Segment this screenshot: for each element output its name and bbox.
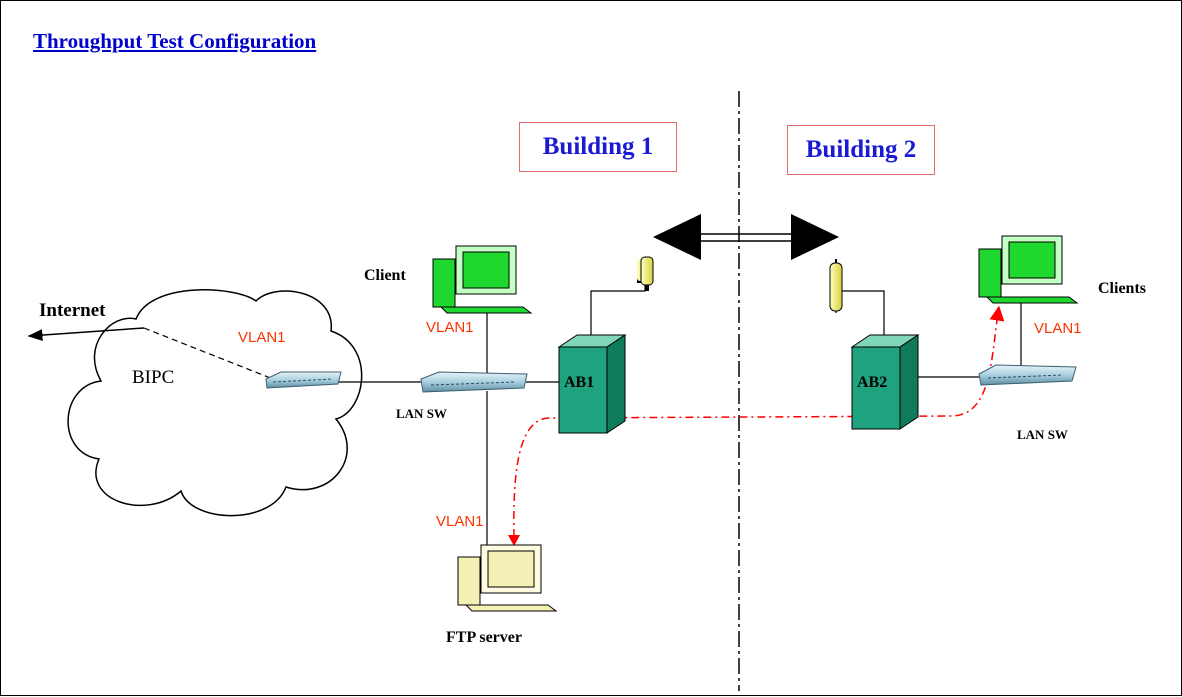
diagram-title[interactable]: Throughput Test Configuration <box>33 29 317 53</box>
lan-switch-1 <box>420 371 528 393</box>
ab2-label: AB2 <box>857 374 888 391</box>
building-2-label: Building 2 <box>787 125 935 175</box>
clients-label: Clients <box>1098 280 1146 297</box>
ab1-label: AB1 <box>564 374 595 391</box>
bipc-switch <box>265 371 342 389</box>
lan-switch-2 <box>978 364 1077 386</box>
ftp-server-pc <box>457 544 558 612</box>
internet-arrow <box>27 327 145 342</box>
lan-sw-1-label: LAN SW <box>396 406 447 421</box>
internet-dashed-link <box>143 327 274 380</box>
antenna-ab2 <box>829 259 843 312</box>
vlan-label-ftp: VLAN1 <box>436 513 484 530</box>
vlan-label-clients: VLAN1 <box>1034 320 1082 337</box>
vlan-label-client: VLAN1 <box>426 319 474 336</box>
traffic-path-start-arrow <box>508 535 520 546</box>
vlan-label-bipc: VLAN1 <box>238 329 286 346</box>
bipc-cloud <box>67 289 363 517</box>
ftp-server-label: FTP server <box>446 629 522 646</box>
client-label: Client <box>364 267 406 284</box>
bipc-label: BIPC <box>132 367 175 388</box>
clients-pc <box>978 235 1079 304</box>
access-point-ab2 <box>850 334 920 430</box>
internet-label: Internet <box>39 300 106 321</box>
lan-sw-2-label: LAN SW <box>1017 427 1068 442</box>
client-pc <box>432 245 533 314</box>
antenna-ab1 <box>637 256 654 291</box>
access-point-ab1 <box>557 334 627 434</box>
building-1-label: Building 1 <box>519 122 677 172</box>
traffic-path <box>513 305 1005 538</box>
wireless-link-arrow <box>653 214 839 260</box>
